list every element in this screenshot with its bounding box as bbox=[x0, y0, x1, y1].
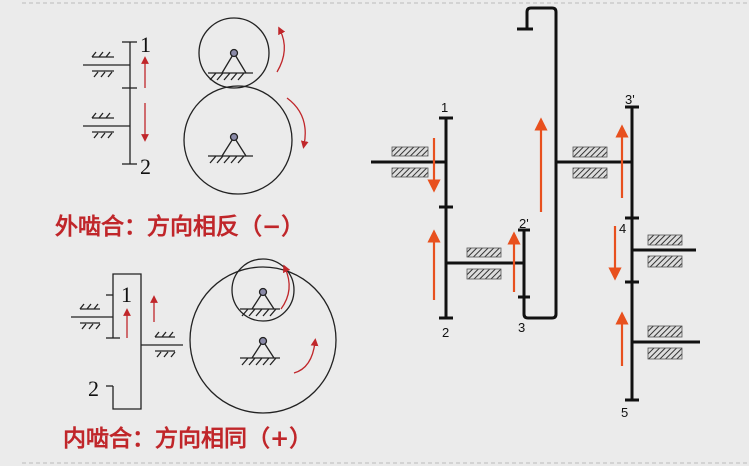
gear-1-label: 1 bbox=[441, 100, 448, 115]
gear-4-label: 4 bbox=[619, 221, 626, 236]
bearings bbox=[391, 146, 683, 360]
int-gear-2-label: 2 bbox=[88, 376, 99, 401]
gear-train-schematic bbox=[371, 6, 700, 402]
external-mesh-schematic bbox=[83, 17, 309, 195]
ext-gear-1-label: 1 bbox=[140, 32, 151, 57]
gear-5-label: 5 bbox=[621, 405, 628, 420]
gear-2-label: 2 bbox=[442, 325, 449, 340]
int-gear-1-label: 1 bbox=[121, 282, 132, 307]
external-mesh-caption: 外啮合：方向相反（−） bbox=[55, 213, 304, 240]
gear-3prime-label: 3' bbox=[625, 92, 635, 107]
gear-3-label: 3 bbox=[518, 320, 525, 335]
internal-mesh-caption: 内啮合：方向相同（+） bbox=[63, 425, 312, 452]
internal-mesh-schematic bbox=[71, 258, 337, 414]
ext-gear-2-label: 2 bbox=[140, 154, 151, 179]
rotation-arrows bbox=[427, 117, 629, 366]
gear-2prime-label: 2' bbox=[519, 216, 529, 231]
